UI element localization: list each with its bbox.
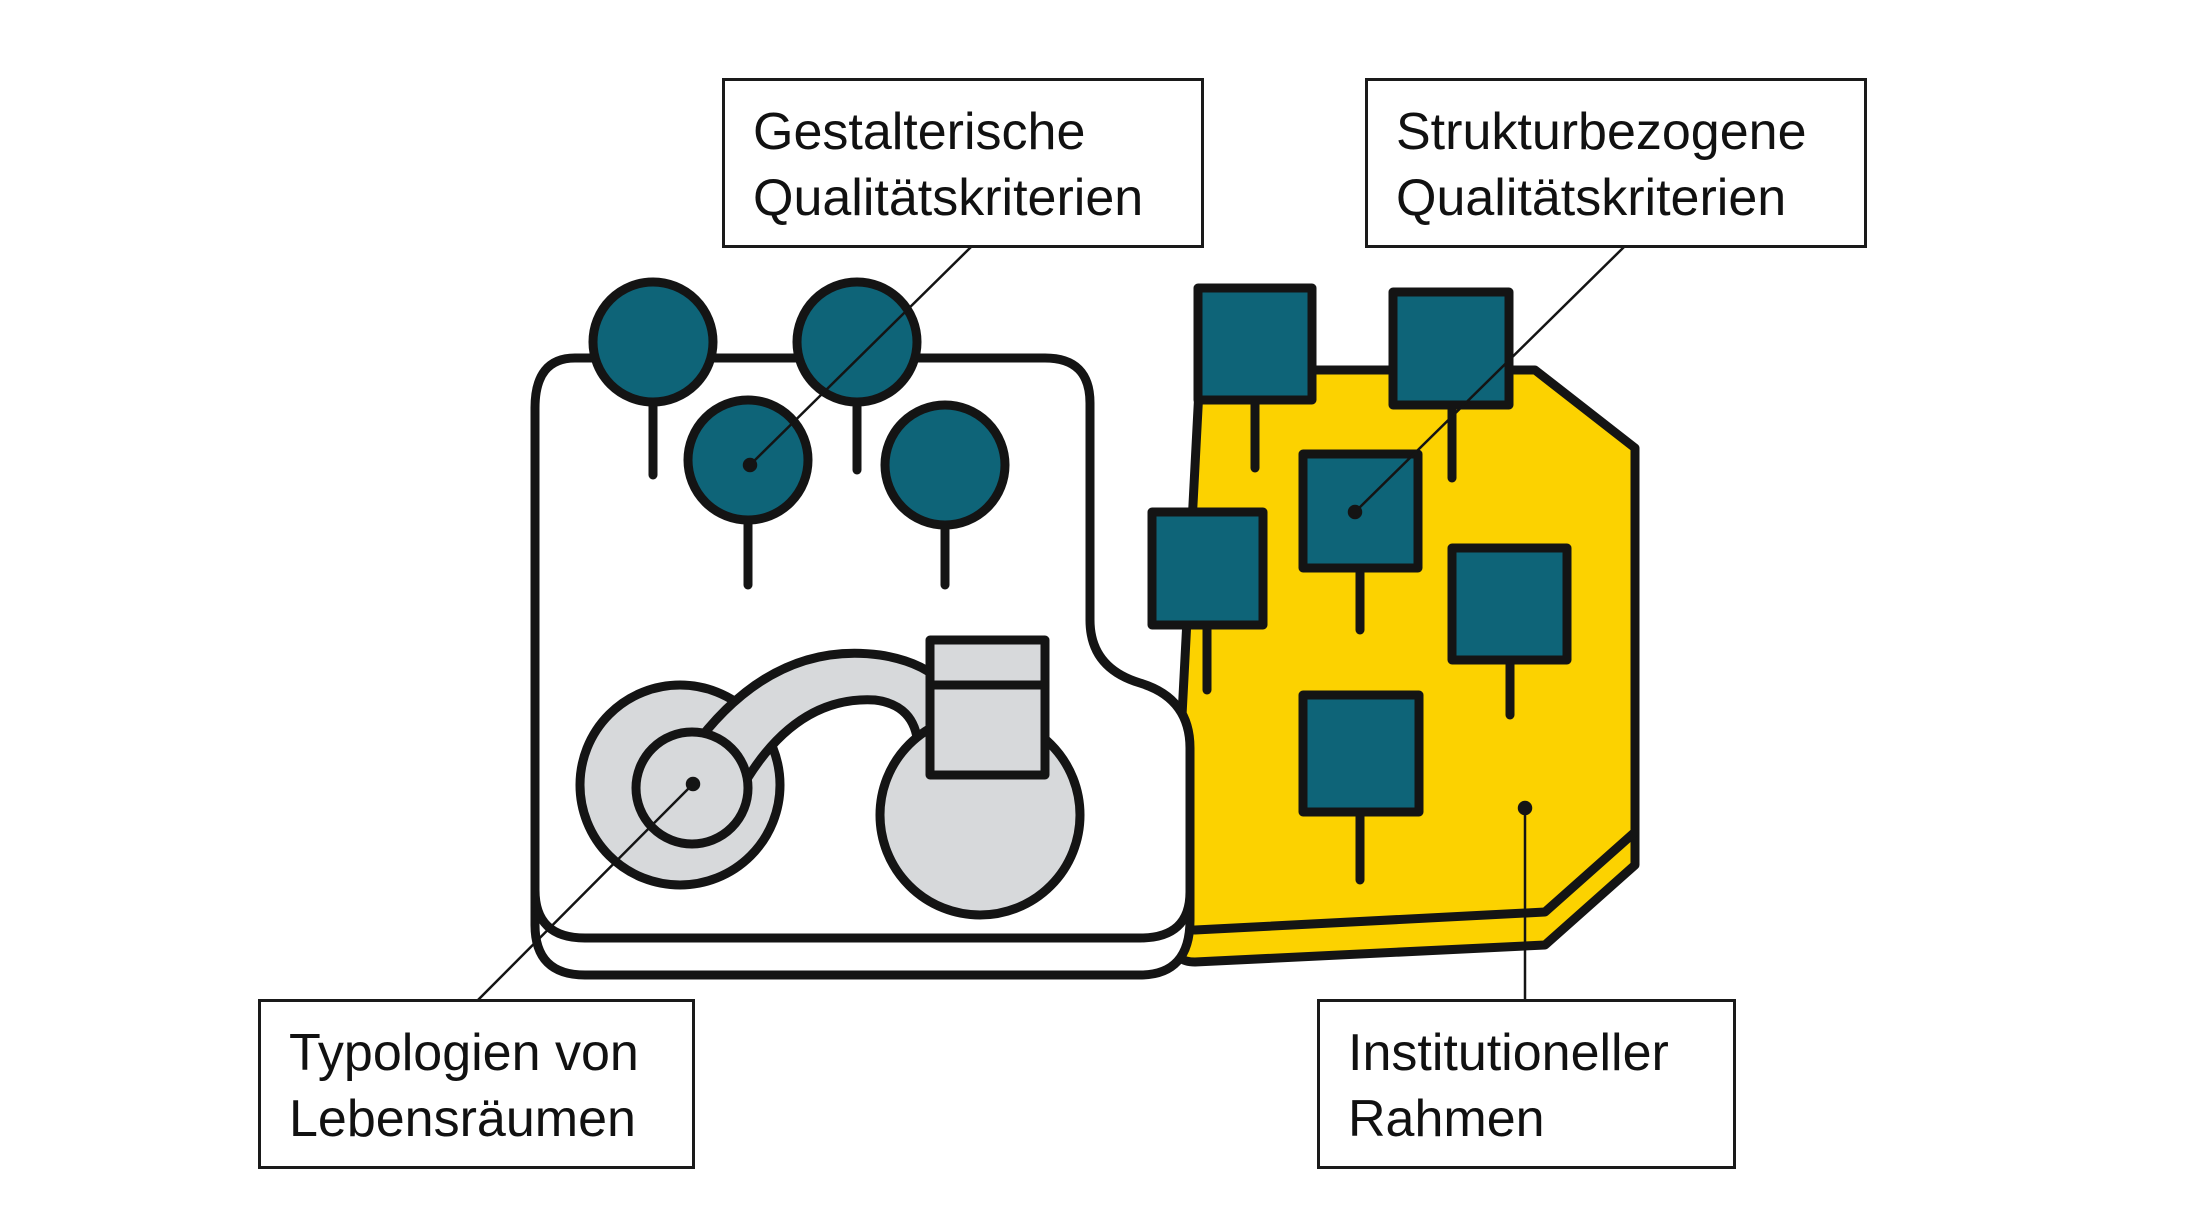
leader-typo (477, 783, 694, 1001)
leader-inst-dot (1517, 800, 1533, 816)
round-tree-2 (792, 277, 922, 475)
label-design-quality-criteria: Gestalterische Qualitätskriterien (722, 78, 1204, 248)
round-trees (588, 277, 1010, 590)
label-line: Rahmen (1348, 1090, 1545, 1148)
leader-typo-dot (685, 776, 701, 792)
square-signs (1147, 283, 1572, 885)
leader-gestalt (749, 245, 973, 466)
label-line: Typologien von (289, 1024, 639, 1082)
square-sign-2 (1388, 287, 1514, 483)
leader-struktur-dot (1347, 504, 1363, 520)
square-sign-5 (1447, 543, 1572, 720)
label-structural-quality-criteria: Strukturbezogene Qualitätskriterien (1365, 78, 1867, 248)
label-line: Strukturbezogene (1396, 103, 1807, 161)
square-sign-4 (1147, 507, 1268, 695)
typology-shapes (575, 635, 1085, 920)
building-block (925, 635, 1050, 780)
label-line: Qualitätskriterien (1396, 169, 1787, 227)
leader-gestalt-dot (742, 457, 758, 473)
leader-lines (477, 245, 1626, 1001)
square-sign-6 (1298, 690, 1424, 885)
square-sign-1 (1193, 283, 1317, 473)
leader-struktur (1354, 245, 1626, 513)
square-sign-3 (1298, 449, 1423, 635)
round-tree-1 (588, 277, 718, 480)
label-line: Lebensräumen (289, 1090, 636, 1148)
label-line: Qualitätskriterien (753, 169, 1144, 227)
label-institutional-framework: Institutioneller Rahmen (1317, 999, 1736, 1169)
label-line: Gestalterische (753, 103, 1086, 161)
label-habitat-typologies: Typologien von Lebensräumen (258, 999, 695, 1169)
round-tree-4 (880, 400, 1010, 590)
label-line: Institutioneller (1348, 1024, 1669, 1082)
